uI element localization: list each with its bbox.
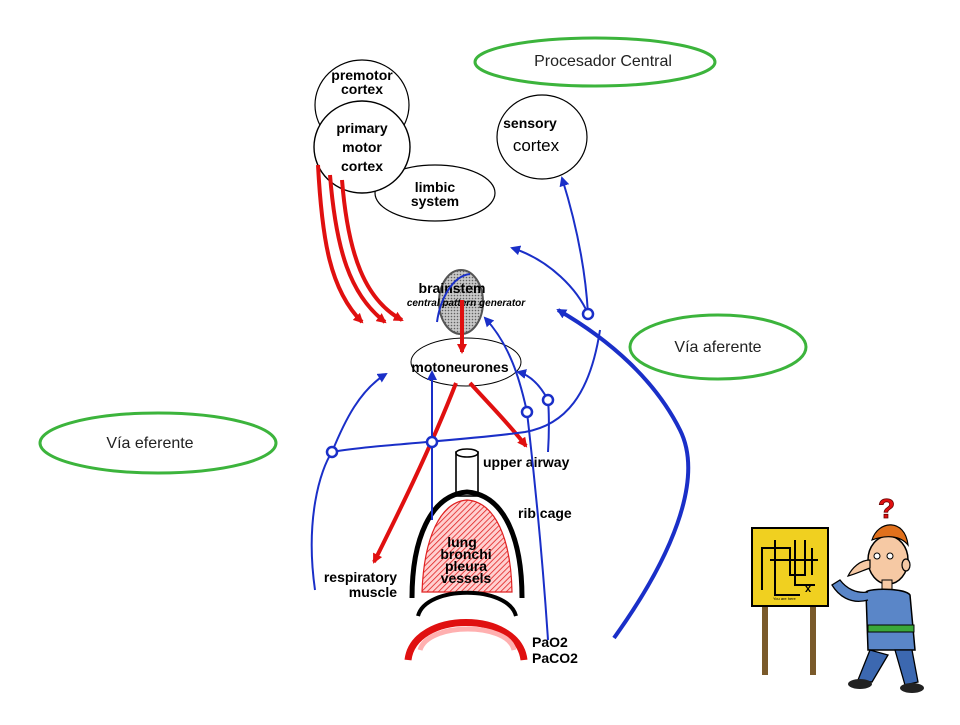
primary-label: primary — [336, 120, 388, 136]
afferent-chest-wall-loop — [331, 329, 601, 453]
efferent-tract-3 — [340, 179, 404, 322]
rib-cage-label: rib cage — [518, 505, 572, 521]
synapse-node-thorax — [425, 435, 439, 449]
upper-airway-label: upper airway — [483, 454, 570, 470]
synapse-node-upper-airway — [541, 393, 555, 407]
respiratory-label: respiratory — [324, 569, 397, 585]
primary-motor-cortex: primary motor cortex — [313, 100, 411, 194]
vessels-label: vessels — [441, 570, 492, 586]
primary-cortex-label: cortex — [341, 158, 383, 174]
paco2-label: PaCO2 — [532, 650, 578, 666]
premotor-label: premotor — [331, 67, 393, 83]
bronchi-label: bronchi — [440, 546, 491, 562]
synapse-node-efferent-loop — [325, 445, 339, 459]
synapse-nodes — [325, 307, 595, 459]
sign-you-are-here: You are here — [773, 596, 797, 601]
afferent-pao2 — [526, 411, 549, 641]
afferent-pathways — [310, 176, 691, 641]
afferent-pathway-label: Vía aferente — [674, 339, 761, 356]
sensory-label: sensory — [503, 115, 557, 131]
limbic-system: limbic system — [374, 164, 496, 222]
efferent-pathway-callout: Vía eferente — [38, 411, 278, 475]
efferent-tract-1 — [316, 164, 364, 324]
central-processor-label: Procesador Central — [534, 53, 672, 70]
synapse-node-sensory — [581, 307, 595, 321]
question-mark-icon: ? — [878, 493, 895, 524]
afferent-to-sensory-cortex — [559, 176, 589, 315]
efferent-pathways — [316, 164, 528, 564]
efferent-to-upper-airway — [468, 381, 528, 448]
maze-lines — [761, 540, 818, 596]
brainstem-label: brainstem — [419, 280, 486, 296]
sign-x-mark: x — [805, 583, 812, 595]
afferent-brainstem-feedback — [436, 273, 471, 323]
system-label: system — [411, 193, 459, 209]
afferent-to-brainstem-lateral — [510, 245, 589, 315]
pao2-label: PaO2 — [532, 634, 568, 650]
sensory-cortex-label: cortex — [513, 136, 560, 155]
motor-label: motor — [342, 139, 382, 155]
afferent-major-blood-gas — [556, 308, 691, 640]
limbic-label: limbic — [415, 179, 456, 195]
motoneurones: motoneurones — [410, 337, 522, 387]
pleura-label: pleura — [445, 558, 487, 574]
efferent-pathway-label: Vía eferente — [106, 435, 193, 452]
premotor-cortex-label: cortex — [341, 81, 383, 97]
central-processor-callout: Procesador Central — [473, 36, 717, 88]
muscle-label: muscle — [349, 584, 397, 600]
efferent-tract-2 — [328, 174, 387, 324]
cpg-label: central pattern generator — [407, 298, 526, 309]
synapse-node-rib-cage — [520, 405, 534, 419]
sensory-cortex: sensory cortex — [496, 94, 588, 180]
afferent-rib-cage — [483, 316, 528, 413]
thorax-drawing: lung bronchi pleura vessels — [404, 448, 528, 661]
motoneurones-label: motoneurones — [411, 359, 508, 375]
afferent-pathway-callout: Vía aferente — [628, 313, 808, 381]
confused-man-cartoon: x You are here ? — [751, 493, 924, 693]
brainstem: brainstem central pattern generator — [407, 269, 526, 335]
efferent-to-respiratory-muscle — [372, 382, 458, 564]
lung-label: lung — [447, 534, 477, 550]
